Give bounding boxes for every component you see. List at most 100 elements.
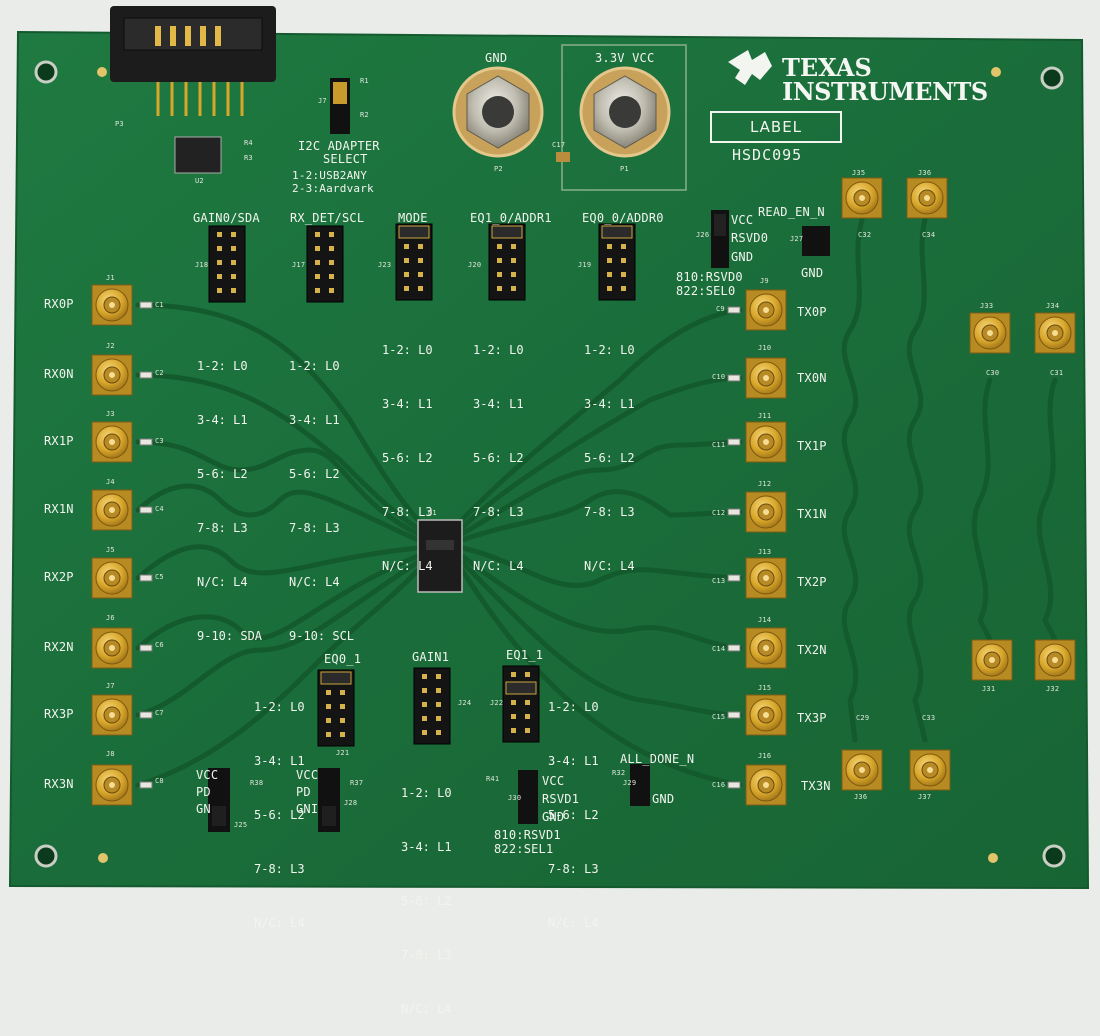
read-en-ref: J27 — [790, 235, 804, 243]
tx3p-ref: J15 — [758, 684, 772, 692]
j36b-ref: J36 — [854, 793, 868, 801]
sma-connector-rx6 — [91, 694, 133, 736]
rsvd1-note-1: 810:RSVD1 — [494, 828, 561, 842]
tx1n-ref: J12 — [758, 480, 772, 488]
rsvd0-note-2: 822:SEL0 — [676, 284, 736, 298]
rx1p-label: RX1P — [44, 434, 74, 448]
i2c-opt-2: 2-3:Aardvark — [292, 182, 374, 195]
pcb-artwork — [8, 6, 1090, 890]
list-item: 3-4: L1 — [548, 754, 599, 768]
top-header-4-title: EQ0_0/ADDR0 — [582, 211, 664, 225]
rsvd0-vcc: VCC — [731, 213, 754, 227]
read-en-title: READ_EN_N — [758, 205, 825, 219]
cap-rx3 — [139, 506, 153, 514]
sma-connector-j37 — [909, 749, 951, 791]
list-item: 7-8: L3 — [584, 505, 635, 519]
list-item: 5-6: L2 — [289, 467, 340, 481]
sma-connector-tx4 — [745, 557, 787, 599]
rx0p-ref: J1 — [106, 274, 115, 282]
bottom-header-0-ref: J21 — [336, 749, 350, 757]
brand-line2: INSTRUMENTS — [782, 77, 988, 106]
ti-logo-shape — [728, 50, 772, 85]
sma-connector-rx0 — [91, 284, 133, 326]
j37-ref: J37 — [918, 793, 932, 801]
vcc-post — [579, 66, 671, 158]
sma-connector-tx5 — [745, 627, 787, 669]
cap-rx1 — [139, 371, 153, 379]
top-header-j20 — [488, 223, 526, 301]
top-header-1-title: RX_DET/SCL — [290, 211, 365, 225]
c14-ref: C14 — [712, 645, 726, 653]
j32-ref: J32 — [1046, 685, 1060, 693]
tx2p-label: TX2P — [797, 575, 827, 589]
tx2p-ref: J13 — [758, 548, 772, 556]
list-item: 1-2: L0 — [401, 786, 452, 800]
chip-u1 — [417, 519, 463, 593]
pd-right-gnd: GNI — [296, 802, 319, 816]
top-header-2-ref: J23 — [378, 261, 392, 269]
rx3p-ref: J7 — [106, 682, 115, 690]
list-item: 5-6: L2 — [254, 808, 305, 822]
rx2p-ref: J5 — [106, 546, 115, 554]
tx3p-label: TX3P — [797, 711, 827, 725]
c2-ref: C2 — [155, 369, 164, 377]
list-item: 5-6: L2 — [584, 451, 635, 465]
list-item: N/C: L4 — [401, 1002, 452, 1016]
sma-connector-rx7 — [91, 764, 133, 806]
tx0p-label: TX0P — [797, 305, 827, 319]
c3-ref: C3 — [155, 437, 164, 445]
all-done-r: R32 — [612, 769, 626, 777]
list-item: 7-8: L3 — [401, 948, 452, 962]
differential-traces — [135, 217, 1058, 788]
bottom-header-j21 — [317, 669, 355, 747]
ic-u2 — [174, 136, 222, 174]
tx0n-label: TX0N — [797, 371, 827, 385]
rx0n-label: RX0N — [44, 367, 74, 381]
tx3n-label: TX3N — [801, 779, 831, 793]
top-header-3-list: 1-2: L0 3-4: L1 5-6: L2 7-8: L3 N/C: L4 — [473, 305, 524, 593]
tx1n-label: TX1N — [797, 507, 827, 521]
list-item: 5-6: L2 — [473, 451, 524, 465]
list-item: 5-6: L2 — [548, 808, 599, 822]
c7-ref: C7 — [155, 709, 164, 717]
pd-right-r: R37 — [350, 779, 364, 787]
list-item: 3-4: L1 — [401, 840, 452, 854]
sma-connector-j36b — [841, 749, 883, 791]
pd-left-ref: J25 — [234, 821, 248, 829]
rsvd1-vcc: VCC — [542, 774, 565, 788]
list-item: 3-4: L1 — [254, 754, 305, 768]
j35-ref: J35 — [852, 169, 866, 177]
pd-right-vcc: VCC — [296, 768, 319, 782]
c9-ref: C9 — [716, 305, 725, 313]
pd-left-vcc: VCC — [196, 768, 219, 782]
list-item: 3-4: L1 — [197, 413, 248, 427]
c4-ref: C4 — [155, 505, 164, 513]
sma-connector-tx7 — [745, 764, 787, 806]
rx1n-ref: J4 — [106, 478, 115, 486]
sma-connector-j33 — [969, 312, 1011, 354]
read-en-gnd: GND — [801, 266, 824, 280]
sma-connector-j32 — [1034, 639, 1076, 681]
vcc-post-frame — [561, 44, 687, 191]
rx1n-label: RX1N — [44, 502, 74, 516]
vcc-label: 3.3V VCC — [595, 51, 655, 65]
list-item: 7-8: L3 — [289, 521, 340, 535]
u1-ref: U1 — [428, 509, 437, 517]
cap-rx4 — [139, 574, 153, 582]
cap-rx6 — [139, 711, 153, 719]
list-item: 5-6: L2 — [197, 467, 248, 481]
list-item: 7-8: L3 — [197, 521, 248, 535]
rx0n-ref: J2 — [106, 342, 115, 350]
top-header-j18 — [208, 225, 246, 303]
rsvd1-gnd: GND — [542, 810, 565, 824]
j34-ref: J34 — [1046, 302, 1060, 310]
top-header-3-title: EQ1_0/ADDR1 — [470, 211, 552, 225]
sma-connector-rx2 — [91, 421, 133, 463]
sma-connector-tx3 — [745, 491, 787, 533]
sma-connector-rx5 — [91, 627, 133, 669]
rsvd1-jumper — [518, 770, 538, 824]
r2-ref: R2 — [360, 111, 369, 119]
bottom-header-2-list: 1-2: L0 3-4: L1 5-6: L2 7-8: L3 N/C: L4 — [548, 662, 599, 950]
u2-ref: U2 — [195, 177, 204, 185]
rsvd1-note-2: 822:SEL1 — [494, 842, 554, 856]
